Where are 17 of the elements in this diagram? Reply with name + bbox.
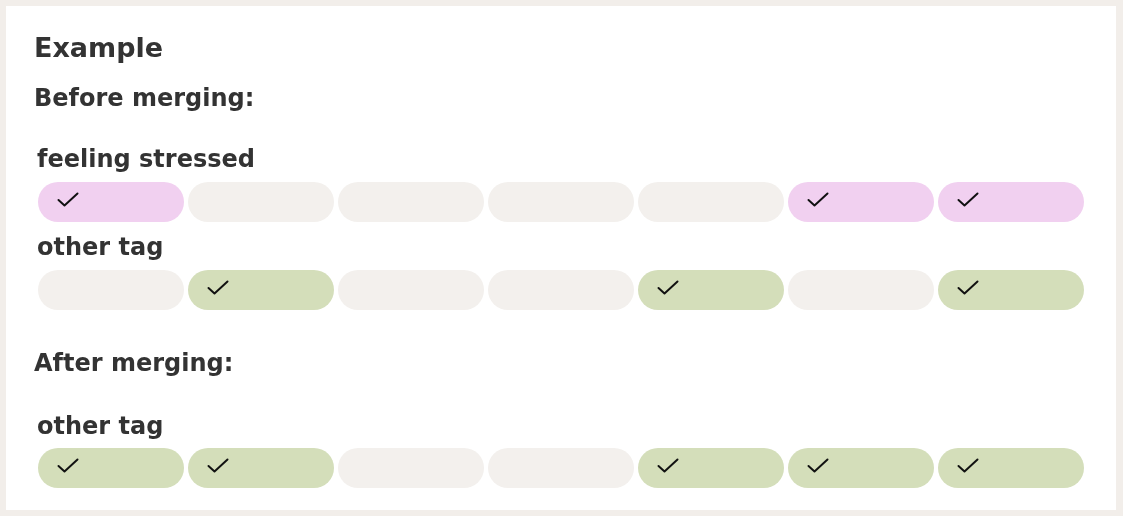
checked-pill — [788, 448, 934, 488]
checked-pill — [638, 270, 784, 310]
checked-pill — [188, 270, 334, 310]
checked-pill — [938, 182, 1084, 222]
row-label: other tag — [37, 412, 164, 441]
row-label: feeling stressed — [37, 145, 255, 174]
checked-pill — [188, 448, 334, 488]
section-heading: After merging: — [34, 349, 234, 378]
checked-pill — [38, 182, 184, 222]
checked-pill — [788, 182, 934, 222]
checked-pill — [938, 270, 1084, 310]
row-label: other tag — [37, 233, 164, 262]
title: Example — [34, 32, 164, 65]
checked-pill — [938, 448, 1084, 488]
checked-pill — [638, 448, 784, 488]
checked-pill — [38, 448, 184, 488]
section-heading: Before merging: — [34, 84, 255, 113]
